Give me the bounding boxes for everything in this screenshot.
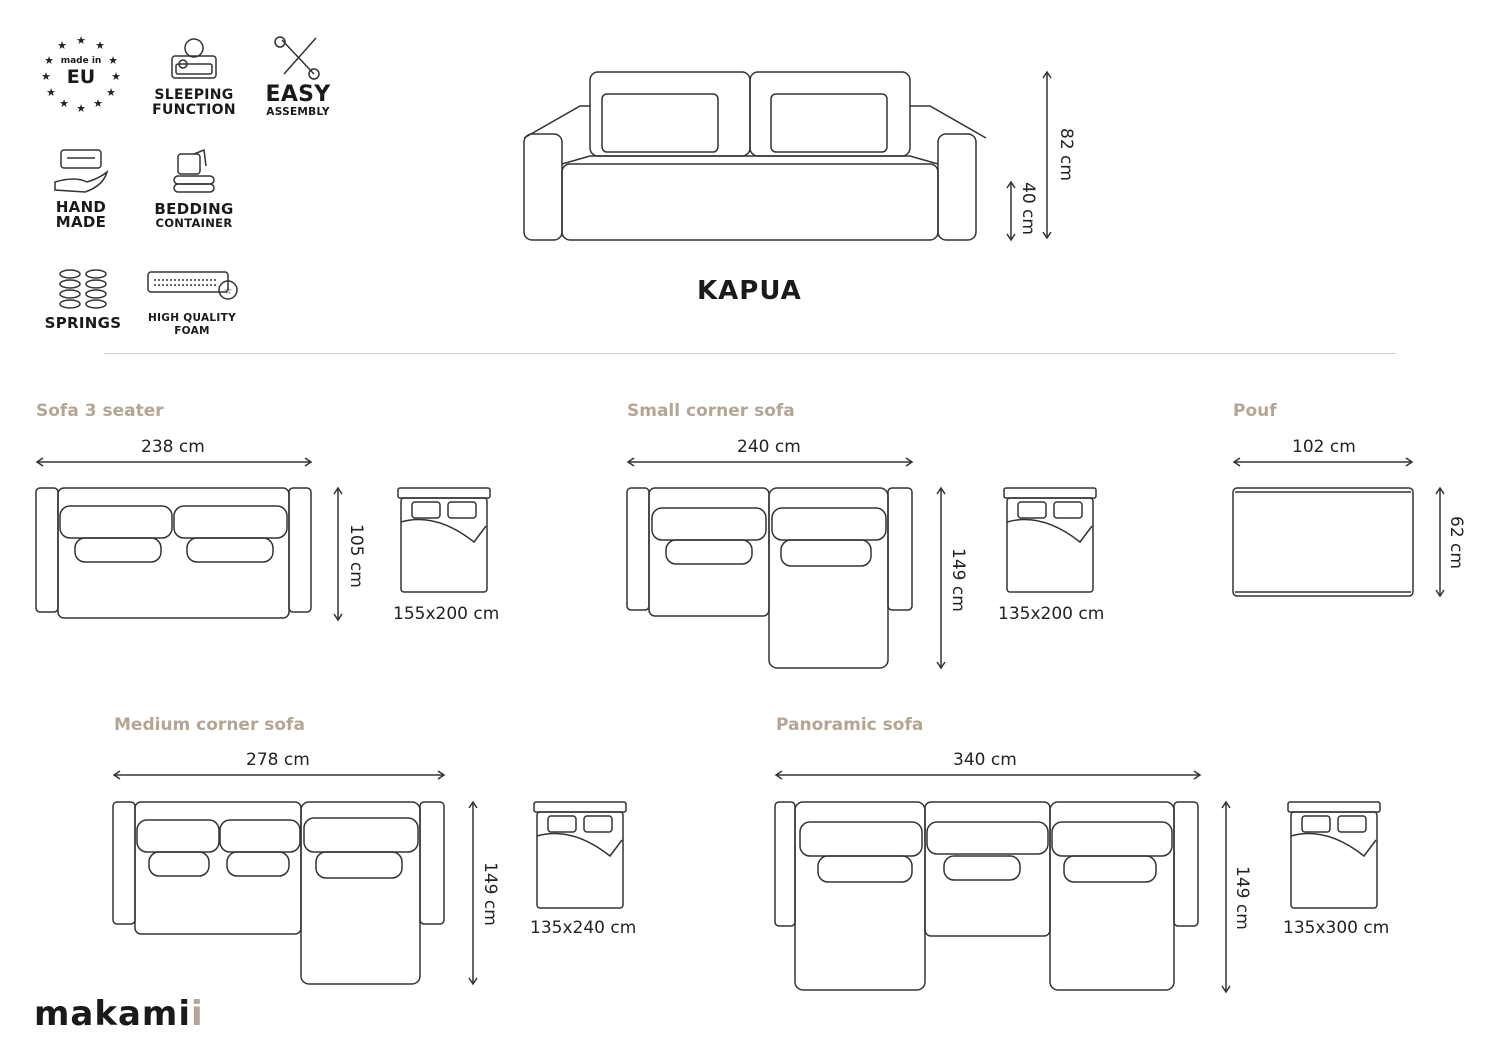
depth-arrow [1221,800,1231,994]
foam-label: FOAM [174,325,210,337]
sofa-front-view-drawing [523,71,987,241]
feature-springs: SPRINGS [42,268,124,331]
depth-label: 149 cm [480,862,500,926]
width-label: 340 cm [953,750,1017,770]
svg-text:★: ★ [57,39,67,52]
svg-text:☆: ☆ [224,286,233,297]
variant-title-medium-corner-sofa: Medium corner sofa [114,715,305,735]
seat-height-label: 40 cm [1018,182,1038,235]
section-divider [104,353,1396,354]
height-dimension-arrow [1042,70,1052,240]
tools-icon [274,36,320,80]
svg-text:★: ★ [59,97,69,110]
feature-hand-made: HAND MADE [45,146,117,230]
svg-text:★: ★ [93,97,103,110]
made-label: MADE [55,213,107,231]
svg-text:★: ★ [111,70,121,83]
product-name: KAPUA [697,276,802,306]
width-arrow [626,457,914,467]
bed-size-label: 155x200 cm [393,604,500,624]
width-arrow [112,770,446,780]
depth-label: 62 cm [1446,516,1466,569]
svg-text:★: ★ [46,86,56,99]
width-label: 240 cm [737,437,801,457]
bed-icon [1287,801,1381,909]
feature-sleeping-function: SLEEPING FUNCTION [150,36,238,118]
feature-made-in-eu: ★ ★ ★ ★ ★ ★ ★ ★ ★ ★ ★ ★ made in EU [40,34,122,116]
feature-easy-assembly: EASY ASSEMBLY [262,36,334,119]
eu-label-big: EU [66,66,96,88]
width-arrow [774,770,1202,780]
svg-text:★: ★ [76,34,86,47]
eu-label-small: made in [60,56,102,66]
depth-arrow [936,486,946,670]
logo-text: makam [34,994,179,1034]
bed-icon [397,487,491,593]
depth-label: 105 cm [346,524,366,588]
medium-corner-sofa-plan [112,801,445,985]
width-label: 238 cm [141,437,205,457]
seat-height-arrow [1006,180,1016,242]
svg-text:★: ★ [106,86,116,99]
width-arrow [35,457,313,467]
variant-title-panoramic-sofa: Panoramic sofa [776,715,924,735]
width-label: 102 cm [1292,437,1356,457]
svg-text:★: ★ [76,102,86,115]
svg-text:★: ★ [44,54,54,67]
svg-text:★: ★ [108,54,118,67]
feature-bedding-container: BEDDING CONTAINER [148,148,240,230]
depth-label: 149 cm [948,548,968,612]
svg-text:★: ★ [95,39,105,52]
panoramic-sofa-plan [774,801,1199,991]
feature-high-quality-foam: ☆ HIGH QUALITY FOAM [140,268,244,338]
hand-sofa-icon [54,149,109,193]
svg-text:★: ★ [41,70,51,83]
depth-label: 149 cm [1232,866,1252,930]
variant-title-pouf: Pouf [1233,401,1277,421]
width-label: 278 cm [246,750,310,770]
depth-arrow [1435,486,1445,598]
sleeping-function-line1: SLEEPING [154,87,234,103]
hand-label: HAND [55,198,107,216]
eu-stars-icon: ★ ★ ★ ★ ★ ★ ★ ★ ★ ★ ★ ★ [41,34,121,115]
logo-i1: i [178,994,192,1034]
depth-arrow [333,486,343,622]
pouf-plan [1232,487,1414,597]
bedding-icon [173,148,215,193]
sleeping-sofa-icon [171,38,217,79]
bedding-label: BEDDING [154,200,234,218]
bed-icon [533,801,627,909]
foam-badge-icon: ☆ [147,271,238,300]
bed-size-label: 135x200 cm [998,604,1105,624]
logo-i2-accent: i [191,994,204,1034]
sofa-3-seater-plan [35,487,312,619]
variant-title-sofa-3-seater: Sofa 3 seater [36,401,164,421]
sleeping-function-line2: FUNCTION [152,102,236,118]
width-arrow [1232,457,1414,467]
brand-logo: makamii [34,994,204,1034]
high-quality-label: HIGH QUALITY [148,312,236,324]
small-corner-sofa-plan [626,487,913,669]
bed-size-label: 135x300 cm [1283,918,1390,938]
bed-size-label: 135x240 cm [530,918,637,938]
variant-title-small-corner-sofa: Small corner sofa [627,401,795,421]
container-label: CONTAINER [155,216,233,230]
springs-icon [59,269,107,309]
assembly-label: ASSEMBLY [266,106,330,118]
springs-label: SPRINGS [44,314,122,332]
easy-label: EASY [265,82,331,107]
bed-icon [1003,487,1097,593]
depth-arrow [468,800,478,986]
height-total-label: 82 cm [1056,128,1076,181]
